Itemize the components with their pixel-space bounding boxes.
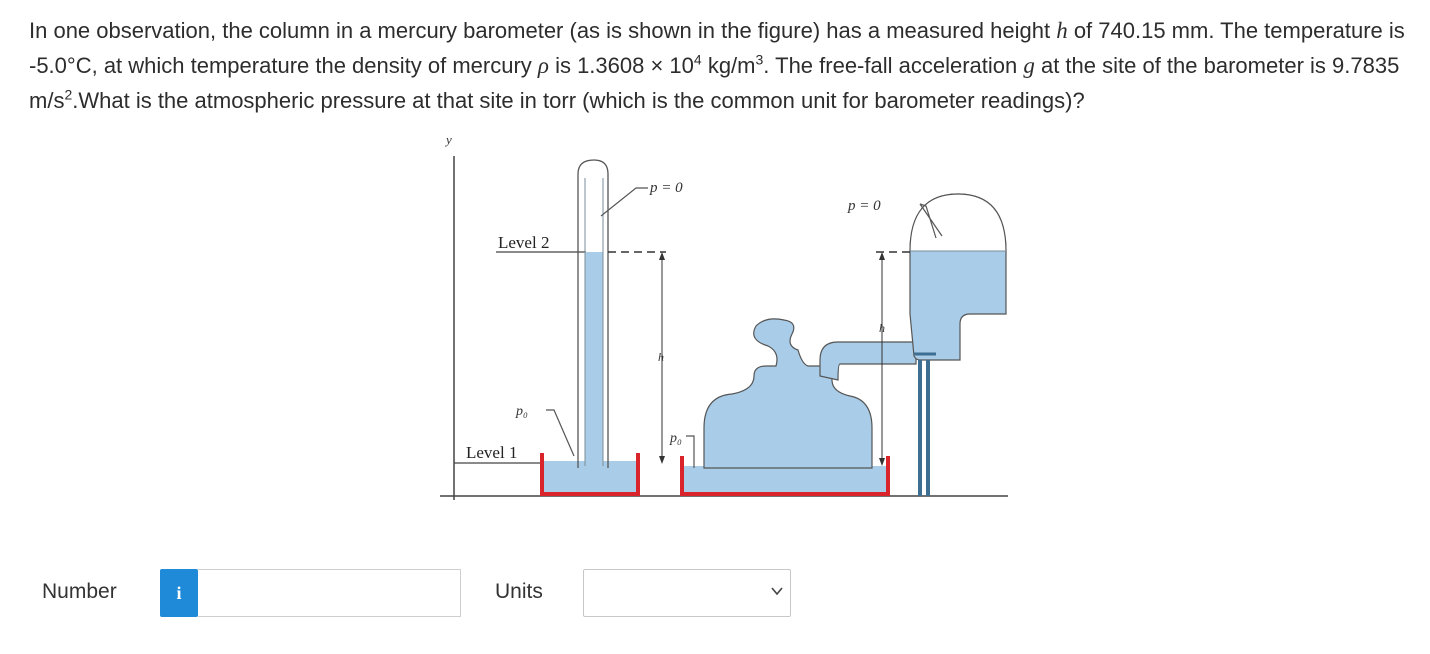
number-input[interactable] [198, 569, 461, 617]
chevron-down-icon [771, 587, 783, 596]
question-text: In one observation, the column in a merc… [29, 18, 1405, 113]
y-axis-label: y [444, 132, 452, 147]
info-icon[interactable]: i [160, 569, 198, 617]
left-tube-fill [585, 252, 603, 464]
flask [703, 318, 873, 469]
h-right-label: h [879, 321, 885, 335]
var-rho: ρ [537, 53, 549, 78]
number-label: Number [42, 580, 117, 603]
p0-right: p₀ [669, 431, 682, 446]
left-tube [577, 159, 609, 468]
p-zero-left: p = 0 [649, 180, 683, 196]
connecting-pipe [819, 341, 917, 381]
level2-label: Level 2 [498, 233, 549, 252]
units-label: Units [495, 580, 543, 603]
level1-label: Level 1 [466, 443, 517, 462]
var-h: h [1056, 18, 1068, 43]
right-dish-fill [682, 466, 888, 494]
p0-left: p₀ [515, 404, 528, 419]
right-dish [680, 456, 890, 496]
barometer-figure: y h p = 0 p₀ Level 2 Level 1 [436, 128, 1016, 508]
h-left-label: h [658, 350, 664, 364]
answer-row: Number i Units [0, 566, 1430, 620]
var-g: g [1023, 53, 1035, 78]
p-zero-right: p = 0 [847, 198, 881, 214]
left-dish [540, 453, 640, 496]
units-select[interactable] [583, 569, 791, 617]
left-dish-fill [542, 461, 638, 494]
